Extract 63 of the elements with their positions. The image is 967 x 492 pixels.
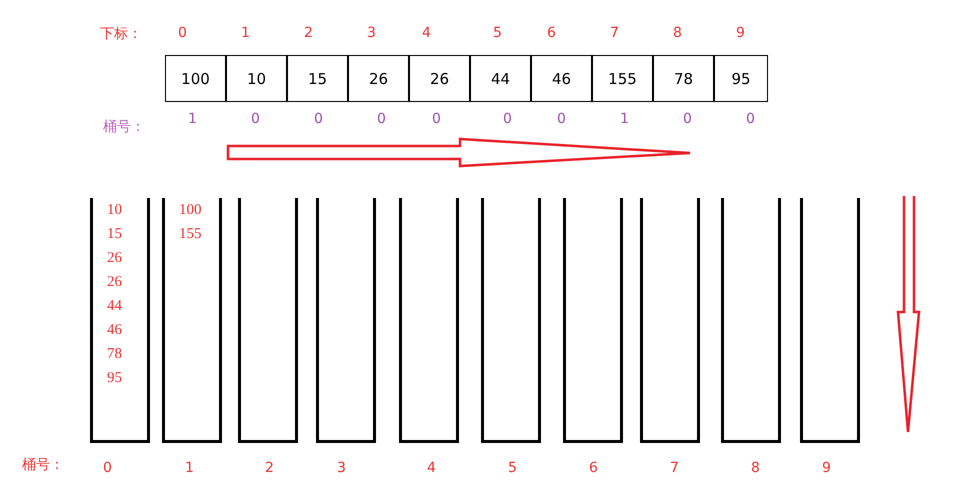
bucket-outline (399, 198, 459, 443)
bucket-outline (721, 198, 781, 443)
bucket-number: 8 (751, 460, 760, 476)
index-number: 9 (736, 25, 745, 41)
bucket-number: 7 (670, 460, 679, 476)
bucket-value: 26 (107, 249, 122, 268)
bucket-value: 95 (107, 369, 122, 388)
array-cell: 100 (165, 55, 226, 102)
bucket-outline (800, 198, 860, 443)
bucket-outline (90, 198, 150, 443)
bucket-value: 44 (107, 297, 122, 316)
bucket-number: 1 (620, 111, 629, 127)
array-cell: 26 (348, 55, 409, 102)
bucket-number: 0 (746, 111, 755, 127)
bucket-outline (640, 198, 700, 443)
bucket-value: 46 (107, 321, 122, 340)
bucket-number: 0 (432, 111, 441, 127)
array-cell: 155 (592, 55, 653, 102)
index-number: 4 (422, 25, 431, 41)
bucket-outline (238, 198, 298, 443)
bucket-number: 6 (589, 460, 598, 476)
bucket-outline (481, 198, 541, 443)
bucket-outline (563, 198, 623, 443)
bucket-value: 100 (179, 201, 202, 220)
array-cell: 26 (409, 55, 470, 102)
bucket-number: 5 (508, 460, 517, 476)
row-title: 桶号： (103, 118, 145, 136)
index-number: 8 (673, 25, 682, 41)
index-number: 1 (241, 25, 250, 41)
bucket-value: 15 (107, 225, 122, 244)
bucket-value: 155 (179, 225, 202, 244)
bucket-number: 0 (103, 460, 112, 476)
bucket-outline (162, 198, 222, 443)
bucket-value: 10 (107, 201, 122, 220)
index-number: 2 (304, 25, 313, 41)
index-number: 6 (547, 25, 556, 41)
array-cell: 95 (714, 55, 768, 102)
bucket-number: 2 (265, 460, 274, 476)
bucket-number: 0 (377, 111, 386, 127)
bucket-number: 1 (185, 460, 194, 476)
bucket-number: 0 (251, 111, 260, 127)
bucket-number: 0 (314, 111, 323, 127)
bucket-number: 0 (683, 111, 692, 127)
bucket-value: 78 (107, 345, 122, 364)
array-cell: 15 (287, 55, 348, 102)
index-number: 0 (178, 25, 187, 41)
bucket-number: 3 (337, 460, 346, 476)
bucket-outline (316, 198, 376, 443)
row-title: 下标： (100, 25, 142, 43)
index-number: 7 (610, 25, 619, 41)
row-title: 桶号： (22, 456, 64, 474)
bucket-number: 0 (557, 111, 566, 127)
array-cell: 44 (470, 55, 531, 102)
array-cell: 10 (226, 55, 287, 102)
index-number: 5 (493, 25, 502, 41)
array-cell: 78 (653, 55, 714, 102)
array-cell: 46 (531, 55, 592, 102)
bucket-number: 4 (427, 460, 436, 476)
bucket-number: 0 (503, 111, 512, 127)
bucket-number: 9 (822, 460, 831, 476)
index-number: 3 (367, 25, 376, 41)
bucket-value: 26 (107, 273, 122, 292)
bucket-number: 1 (188, 111, 197, 127)
